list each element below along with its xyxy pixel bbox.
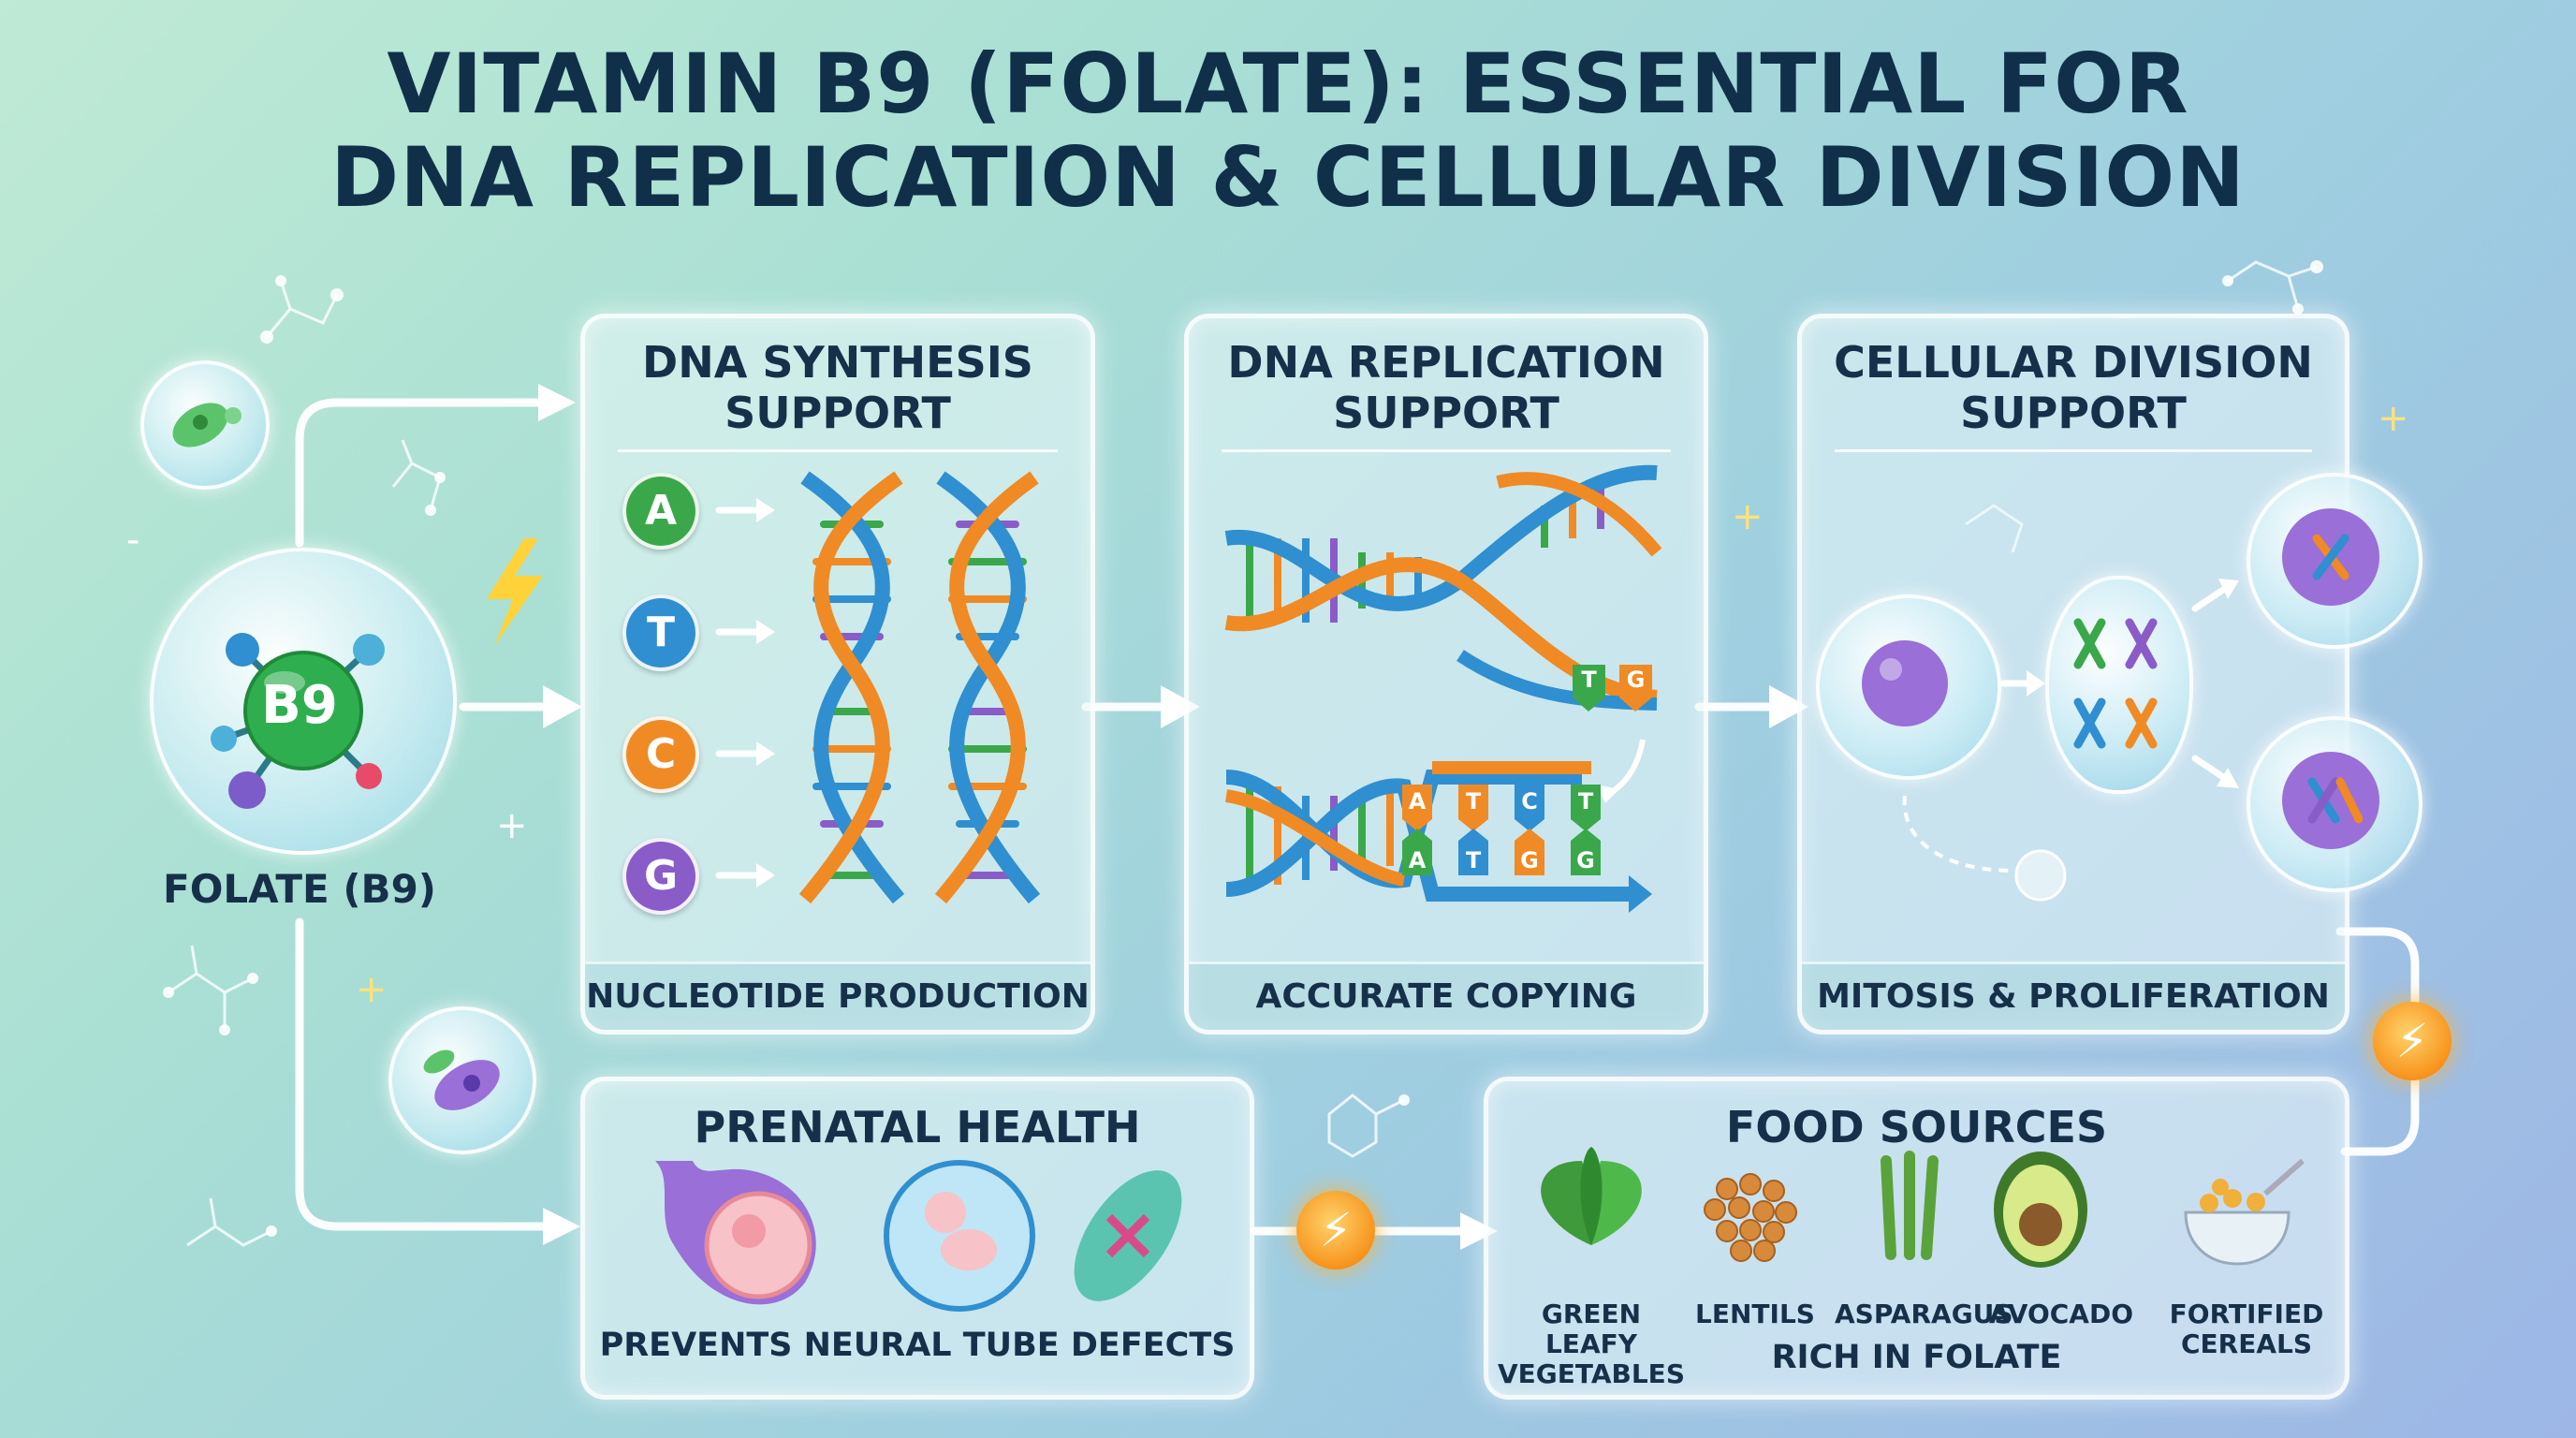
daughter-cell-icon	[2247, 473, 2422, 649]
base-letter: T	[1581, 667, 1597, 693]
food-label-line: CEREALS	[2180, 1328, 2313, 1359]
base-letter: A	[1408, 788, 1427, 814]
parent-cell-icon	[1816, 594, 2001, 780]
svg-text:+: +	[2378, 397, 2409, 440]
connector-folate-top	[295, 398, 548, 548]
panel-title-line-1: DNA SYNTHESIS	[642, 337, 1033, 388]
panel-footer: ACCURATE COPYING	[1189, 961, 1704, 1030]
nucleotide-c: C	[622, 716, 699, 793]
panel-footer: PREVENTS NEURAL TUBE DEFECTS	[599, 1327, 1236, 1364]
panel-footer: MITOSIS & PROLIFERATION	[1802, 961, 2345, 1030]
dividing-cell-icon	[2045, 576, 2193, 794]
panel-title-line-1: DNA REPLICATION	[1227, 337, 1665, 388]
base-letter: G	[1576, 847, 1595, 873]
food-label-line: VEGETABLES	[1498, 1358, 1685, 1389]
folate-molecule-icon	[211, 633, 385, 809]
panel-dna-synthesis: DNA SYNTHESIS SUPPORT NUCLEOTIDE PRODUCT…	[580, 314, 1095, 1034]
panel-title-line-1: CELLULAR DIVISION	[1834, 337, 2313, 388]
food-label-leafy: GREEN LEAFY VEGETABLES	[1498, 1299, 1685, 1389]
folate-sphere	[150, 548, 457, 855]
microbe-bubble-top	[140, 360, 270, 490]
food-label-cereals: FORTIFIED CEREALS	[2158, 1299, 2335, 1359]
svg-text:+: +	[356, 968, 388, 1011]
panel-title-line-2: SUPPORT	[724, 388, 951, 438]
base-letter: A	[1408, 847, 1427, 873]
food-label-line: FORTIFIED	[2169, 1299, 2324, 1329]
food-label-line: GREEN LEAFY	[1541, 1299, 1642, 1359]
svg-text:+: +	[1732, 495, 1764, 538]
base-letter: C	[1521, 788, 1538, 814]
panel-title: FOOD SOURCES	[1725, 1102, 2108, 1152]
panel-title: PRENATAL HEALTH	[694, 1102, 1141, 1152]
panel-title: DNA REPLICATION SUPPORT	[1189, 337, 1704, 438]
panel-title-line-2: SUPPORT	[1960, 388, 2187, 438]
bacteria-icon	[172, 403, 242, 448]
svg-text:-: -	[126, 519, 139, 562]
connector-folate-bottom	[295, 917, 552, 1231]
food-label-line: AVOCADO	[1989, 1299, 2134, 1329]
nucleotide-t: T	[622, 594, 699, 671]
base-letter: T	[1465, 847, 1482, 873]
daughter-cell-icon	[2247, 716, 2422, 892]
folate-label: FOLATE (B9)	[163, 866, 436, 912]
page-title: VITAMIN B9 (FOLATE): ESSENTIAL FOR DNA R…	[0, 37, 2576, 225]
panel-footer: NUCLEOTIDE PRODUCTION	[585, 961, 1090, 1030]
base-letter: T	[1465, 788, 1482, 814]
panel-prenatal-health: PRENATAL HEALTH PREVENTS NEURAL TUBE DEF…	[580, 1077, 1254, 1400]
panel-title: CELLULAR DIVISION SUPPORT	[1802, 337, 2345, 438]
bacteria-icon	[423, 1049, 500, 1110]
microbe-bubble-bottom	[388, 1006, 536, 1154]
svg-text:+: +	[496, 804, 528, 847]
food-label-avocado: AVOCADO	[1989, 1299, 2134, 1329]
lightning-badge-icon: ⚡	[2373, 1002, 2452, 1080]
panel-title: DNA SYNTHESIS SUPPORT	[585, 337, 1090, 438]
food-label-lentils: LENTILS	[1685, 1299, 1825, 1329]
base-letter: G	[1626, 667, 1646, 693]
food-label-line: LENTILS	[1695, 1299, 1815, 1329]
nucleotide-a: A	[622, 473, 699, 550]
nucleotide-g: G	[622, 838, 699, 915]
title-line-1: VITAMIN B9 (FOLATE): ESSENTIAL FOR	[387, 36, 2189, 132]
folate-badge: B9	[261, 675, 338, 736]
panel-title-line-2: SUPPORT	[1333, 388, 1559, 438]
lightning-badge-icon: ⚡	[1296, 1191, 1375, 1269]
base-letter: T	[1577, 788, 1594, 814]
panel-footer: RICH IN FOLATE	[1771, 1339, 2062, 1376]
title-line-2: DNA REPLICATION & CELLULAR DIVISION	[330, 129, 2246, 226]
food-label-line: ASPARAGUS	[1835, 1299, 2013, 1329]
food-label-asparagus: ASPARAGUS	[1835, 1299, 2013, 1329]
base-letter: G	[1520, 847, 1539, 873]
